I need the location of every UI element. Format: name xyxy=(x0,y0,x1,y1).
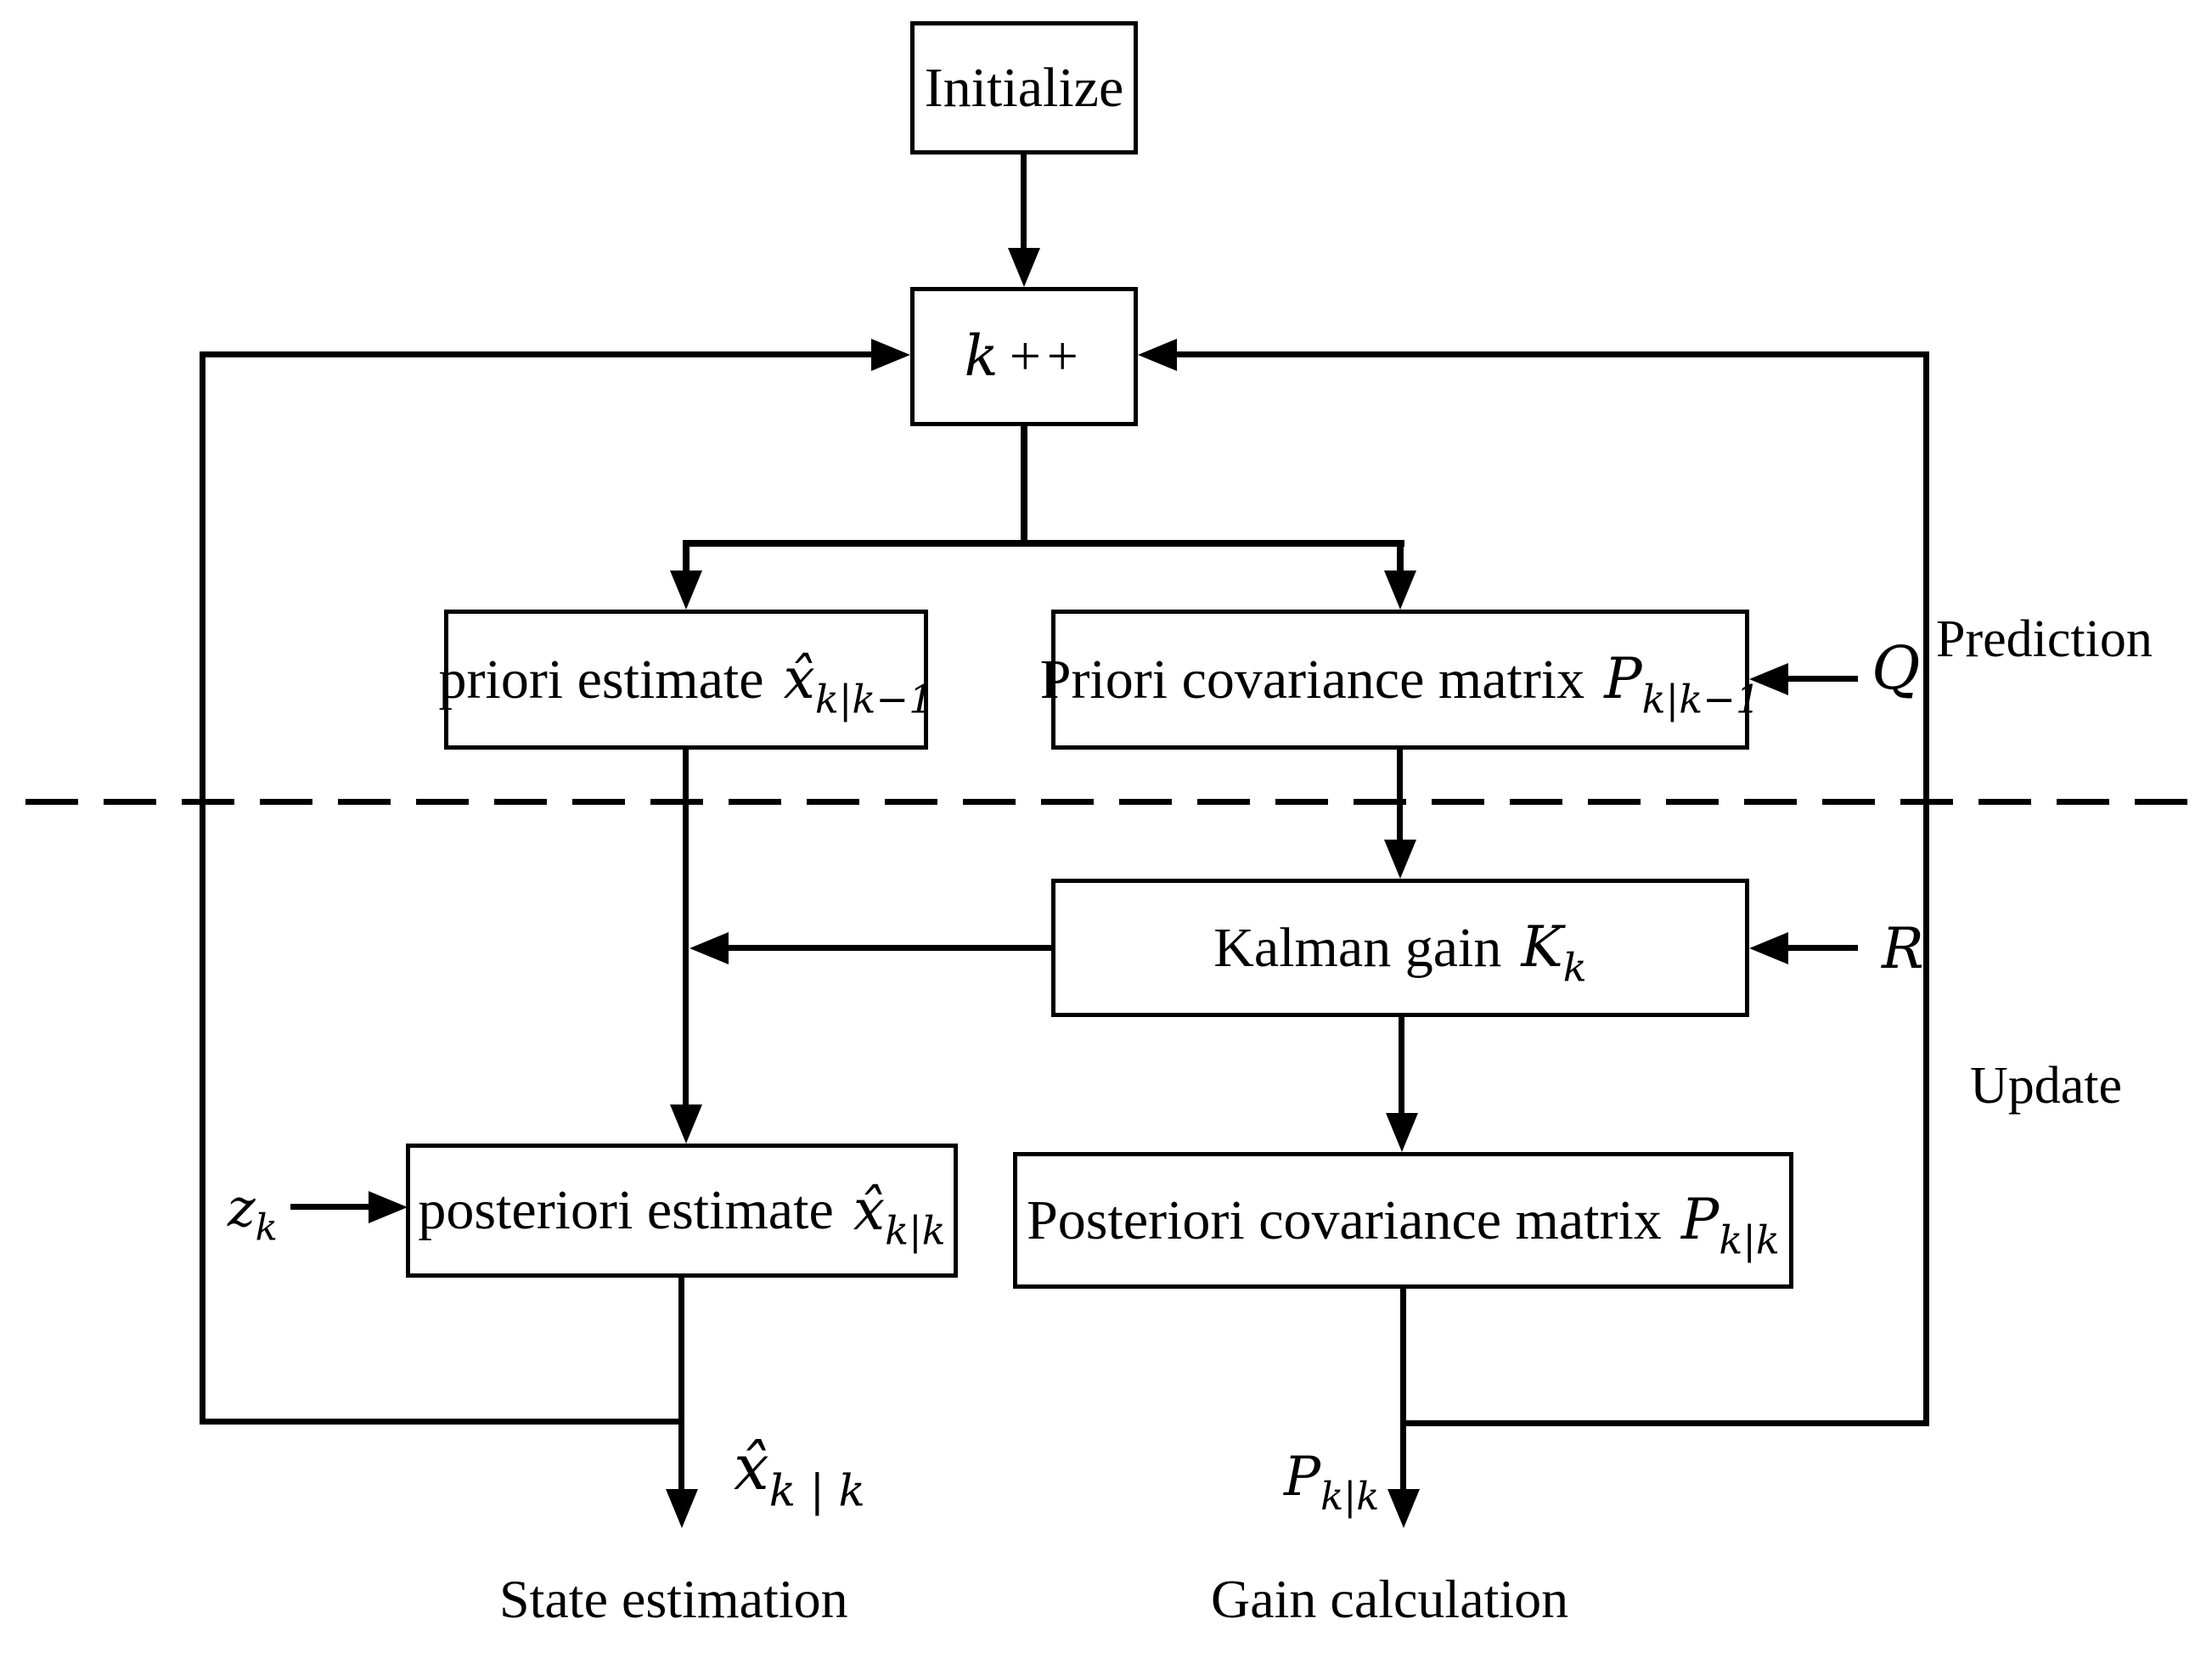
arrowhead-into-increment-top xyxy=(1008,248,1040,287)
arrowhead-r-into-kalman-gain xyxy=(1749,932,1788,964)
node-posteriori-estimate-label: posteriori estimate xyxy=(418,1179,834,1241)
edge-r-input xyxy=(1785,945,1858,951)
measurement-label-zk: zk xyxy=(228,1182,278,1247)
kalman-gain-symbol: K xyxy=(1521,914,1563,980)
output-state-subscript: k | k xyxy=(768,1465,865,1517)
edge-kalman-to-estimate-line xyxy=(727,945,1051,951)
edge-branch-left xyxy=(683,540,689,577)
arrowhead-measurement-into-posteriori-estimate xyxy=(369,1191,408,1223)
output-label-covariance: Pk|k xyxy=(1284,1450,1379,1515)
phase-label-update: Update xyxy=(1970,1057,2123,1115)
arrowhead-into-priori-estimate xyxy=(670,570,702,610)
phase-label-prediction: Prediction xyxy=(1936,610,2153,668)
node-posteriori-covariance-label: Posteriori covariance matrix xyxy=(1027,1189,1662,1251)
arrowhead-into-increment-left xyxy=(871,339,910,371)
priori-estimate-subscript: k|k−1 xyxy=(814,676,934,722)
posteriori-estimate-subscript: k|k xyxy=(885,1207,946,1254)
edge-q-input xyxy=(1785,676,1858,682)
edge-initialize-to-increment xyxy=(1021,153,1027,251)
edge-left-loop-top xyxy=(200,351,875,357)
arrowhead-into-increment-right xyxy=(1138,339,1177,371)
node-initialize-label: Initialize xyxy=(924,56,1124,119)
priori-covariance-subscript: k|k−1 xyxy=(1641,676,1761,722)
node-posteriori-covariance: Posteriori covariance matrix Pk|k xyxy=(1013,1152,1793,1289)
edge-kalman-to-posteriori-covariance xyxy=(1399,1017,1404,1116)
edge-split-horizontal xyxy=(683,540,1404,547)
edge-covariance-output xyxy=(1400,1286,1406,1492)
output-label-state: x̂k | k xyxy=(734,1436,865,1514)
caption-state-estimation: State estimation xyxy=(499,1569,848,1629)
arrowhead-into-priori-covariance xyxy=(1384,570,1416,610)
node-priori-estimate-formula: x̂k|k−1 xyxy=(784,651,934,719)
caption-gain-calculation: Gain calculation xyxy=(1211,1569,1569,1629)
kalman-gain-subscript: k xyxy=(1562,944,1587,991)
edge-right-loop-vertical xyxy=(1923,351,1929,1426)
node-posteriori-covariance-formula: Pk|k xyxy=(1681,1192,1780,1260)
priori-estimate-symbol: x̂ xyxy=(783,646,815,711)
node-posteriori-estimate-formula: x̂k|k xyxy=(853,1182,946,1250)
noise-q-symbol: Q xyxy=(1871,633,1921,703)
node-kalman-gain-formula: Kk xyxy=(1521,919,1586,987)
edge-left-loop-vertical xyxy=(200,351,205,1425)
node-priori-covariance-label: Priori covariance matrix xyxy=(1039,648,1585,711)
posteriori-covariance-symbol: P xyxy=(1680,1187,1720,1252)
arrowhead-into-posteriori-estimate xyxy=(670,1104,702,1144)
measurement-symbol: z xyxy=(228,1177,256,1239)
edge-priori-to-posteriori-estimate xyxy=(683,747,689,1108)
node-posteriori-estimate: posteriori estimate x̂k|k xyxy=(406,1144,958,1278)
output-covariance-symbol: P xyxy=(1284,1446,1321,1509)
arrowhead-kalman-into-estimate-line xyxy=(689,932,729,964)
node-initialize: Initialize xyxy=(910,21,1138,155)
priori-covariance-symbol: P xyxy=(1604,646,1642,711)
node-priori-estimate-label: priori estimate xyxy=(438,648,764,711)
node-priori-covariance-formula: Pk|k−1 xyxy=(1604,651,1760,719)
node-priori-estimate: priori estimate x̂k|k−1 xyxy=(439,610,934,750)
posteriori-covariance-subscript: k|k xyxy=(1719,1217,1780,1263)
arrowhead-state-output xyxy=(666,1489,698,1528)
noise-label-r: R xyxy=(1882,921,1924,978)
node-increment: k++ xyxy=(910,287,1138,426)
edge-state-output xyxy=(678,1275,684,1492)
node-kalman-gain-label: Kalman gain xyxy=(1213,916,1502,979)
node-priori-covariance: Priori covariance matrix Pk|k−1 xyxy=(1040,610,1760,750)
edge-increment-down xyxy=(1021,426,1027,546)
arrowhead-q-into-priori-covariance xyxy=(1749,663,1788,695)
edge-priori-covariance-to-kalman xyxy=(1397,747,1403,843)
edge-measurement-input xyxy=(290,1204,372,1210)
arrowhead-into-posteriori-covariance xyxy=(1386,1113,1418,1152)
edge-branch-right xyxy=(1397,540,1404,577)
noise-r-symbol: R xyxy=(1882,916,1924,981)
measurement-subscript: k xyxy=(255,1206,278,1250)
node-increment-suffix: ++ xyxy=(1009,325,1084,387)
output-state-symbol: x̂ xyxy=(734,1431,769,1504)
arrowhead-covariance-output xyxy=(1387,1489,1420,1528)
edge-right-loop-top xyxy=(1175,351,1929,357)
posteriori-estimate-symbol: x̂ xyxy=(853,1177,886,1243)
node-kalman-gain: Kalman gain Kk xyxy=(1051,879,1749,1017)
node-increment-symbol: k xyxy=(964,323,999,389)
noise-label-q: Q xyxy=(1871,638,1920,700)
arrowhead-into-kalman-gain xyxy=(1384,840,1416,879)
output-covariance-subscript: k|k xyxy=(1320,1474,1380,1520)
edge-left-loop-bottom xyxy=(200,1419,684,1425)
phase-separator-dashed-line xyxy=(25,799,2204,805)
edge-right-loop-bottom xyxy=(1400,1420,1929,1426)
